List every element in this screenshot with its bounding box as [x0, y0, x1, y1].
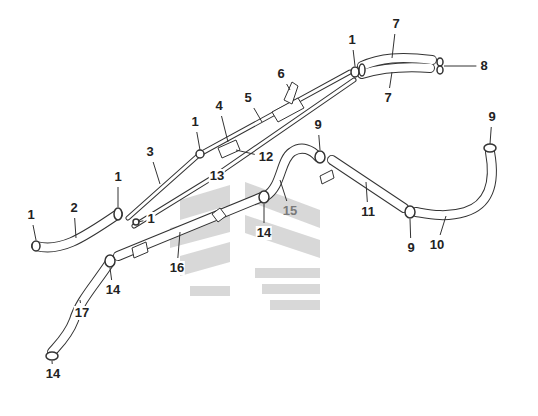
callout-number: 9: [313, 118, 322, 132]
brackets: [132, 82, 334, 258]
callout-number: 6: [276, 67, 285, 81]
leader-line: [287, 84, 290, 90]
leader-line: [118, 187, 119, 207]
callout-number: 2: [69, 201, 78, 215]
leader-line: [490, 127, 491, 144]
leader-line: [222, 116, 229, 142]
callout-number: 3: [145, 145, 154, 159]
callout-number: 15: [282, 204, 298, 218]
leader-line: [254, 108, 262, 122]
leader-line: [33, 225, 36, 240]
callout-number: 9: [406, 241, 415, 255]
leader-line: [153, 162, 160, 184]
callout-number: 1: [113, 170, 122, 184]
callout-number: 12: [258, 150, 274, 164]
leader-line: [197, 132, 200, 150]
callout-number: 1: [190, 115, 199, 129]
leader-lines: [33, 34, 491, 364]
callout-number: 7: [391, 17, 400, 31]
callout-number: 7: [383, 91, 392, 105]
leader-line: [410, 219, 412, 238]
callout-number: 14: [256, 226, 272, 240]
callout-number: 17: [74, 306, 90, 320]
leader-line: [110, 268, 112, 280]
callout-number: 4: [214, 99, 223, 113]
callout-number: 1: [146, 212, 155, 226]
tubes: [128, 72, 354, 226]
callout-number: 10: [429, 238, 445, 252]
leader-line: [80, 300, 81, 303]
callout-number: 1: [26, 208, 35, 222]
callout-number: 16: [169, 261, 185, 275]
leader-line: [138, 221, 143, 222]
leader-line: [366, 182, 367, 202]
hose-clamps: [32, 58, 496, 360]
leader-line: [75, 218, 76, 238]
callout-number: 1: [347, 33, 356, 47]
leader-line: [236, 150, 255, 154]
callout-number: 9: [487, 110, 496, 124]
leader-line: [440, 216, 446, 235]
callout-number: 5: [243, 91, 252, 105]
leader-line: [280, 180, 287, 201]
callout-number: 14: [105, 283, 121, 297]
callout-number: 11: [360, 205, 376, 219]
leader-line: [353, 50, 355, 66]
leader-line: [444, 66, 476, 67]
leader-line: [178, 232, 180, 258]
callout-number: 8: [479, 59, 488, 73]
leader-line: [52, 361, 53, 364]
leader-line: [264, 204, 265, 223]
callout-number: 14: [45, 367, 61, 381]
leader-line: [319, 135, 320, 150]
callout-number: 13: [209, 169, 225, 183]
leader-line: [390, 72, 392, 88]
hoses: [36, 58, 492, 352]
leader-line: [392, 34, 395, 58]
